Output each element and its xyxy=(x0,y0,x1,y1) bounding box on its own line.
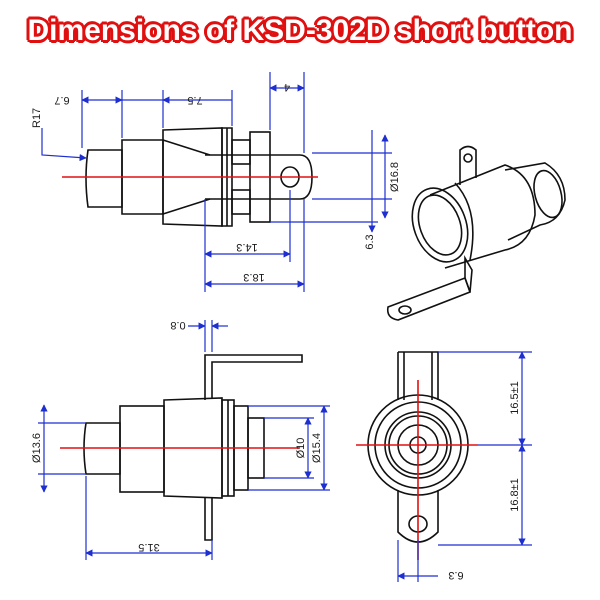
dim-r17: R17 xyxy=(31,108,43,128)
dim-6-7: 6.7 xyxy=(54,94,69,106)
iso-terminal xyxy=(459,145,477,185)
side-flange-top xyxy=(231,139,251,165)
dim-4: 4 xyxy=(284,81,290,93)
iso-button-face xyxy=(533,169,563,219)
side-button-cap xyxy=(85,149,123,208)
dim-31-5: 31.5 xyxy=(138,541,159,553)
side-dimensions xyxy=(41,72,392,292)
dim-0-8: 0.8 xyxy=(170,319,185,331)
top-terminal-bottom xyxy=(204,498,213,541)
title-banner: Dimensions of KSD-302D short button xyxy=(0,0,600,62)
dim-6-3-front: 6.3 xyxy=(448,569,463,581)
dim-16-5: 16.5±1 xyxy=(509,381,521,415)
dim-7-5: 7.5 xyxy=(187,94,202,106)
side-flange-bottom xyxy=(231,189,251,215)
front-dimensions xyxy=(397,351,532,582)
top-taper xyxy=(163,397,223,499)
iso-button xyxy=(504,162,566,241)
dim-dia15-4: Ø15.4 xyxy=(311,433,323,463)
top-dimensions xyxy=(38,320,330,560)
diagram-title: Dimensions of KSD-302D short button xyxy=(27,14,573,47)
top-terminal-top xyxy=(204,354,303,400)
isometric-view xyxy=(386,145,566,321)
dim-dia13-6: Ø13.6 xyxy=(31,433,43,463)
dim-dia16-8: Ø16.8 xyxy=(389,162,401,192)
iso-rear-ring xyxy=(411,187,469,263)
iso-body xyxy=(429,164,536,269)
dim-6-3-side: 6.3 xyxy=(364,234,376,249)
side-thread xyxy=(221,127,233,227)
iso-bracket xyxy=(386,276,472,321)
top-button-cap xyxy=(83,422,121,475)
dim-16-8: 16.8±1 xyxy=(509,478,521,512)
top-body xyxy=(119,405,165,493)
dim-14-3: 14.3 xyxy=(236,241,257,253)
dim-dia10: Ø10 xyxy=(295,438,307,459)
dim-18-3: 18.3 xyxy=(243,271,264,283)
